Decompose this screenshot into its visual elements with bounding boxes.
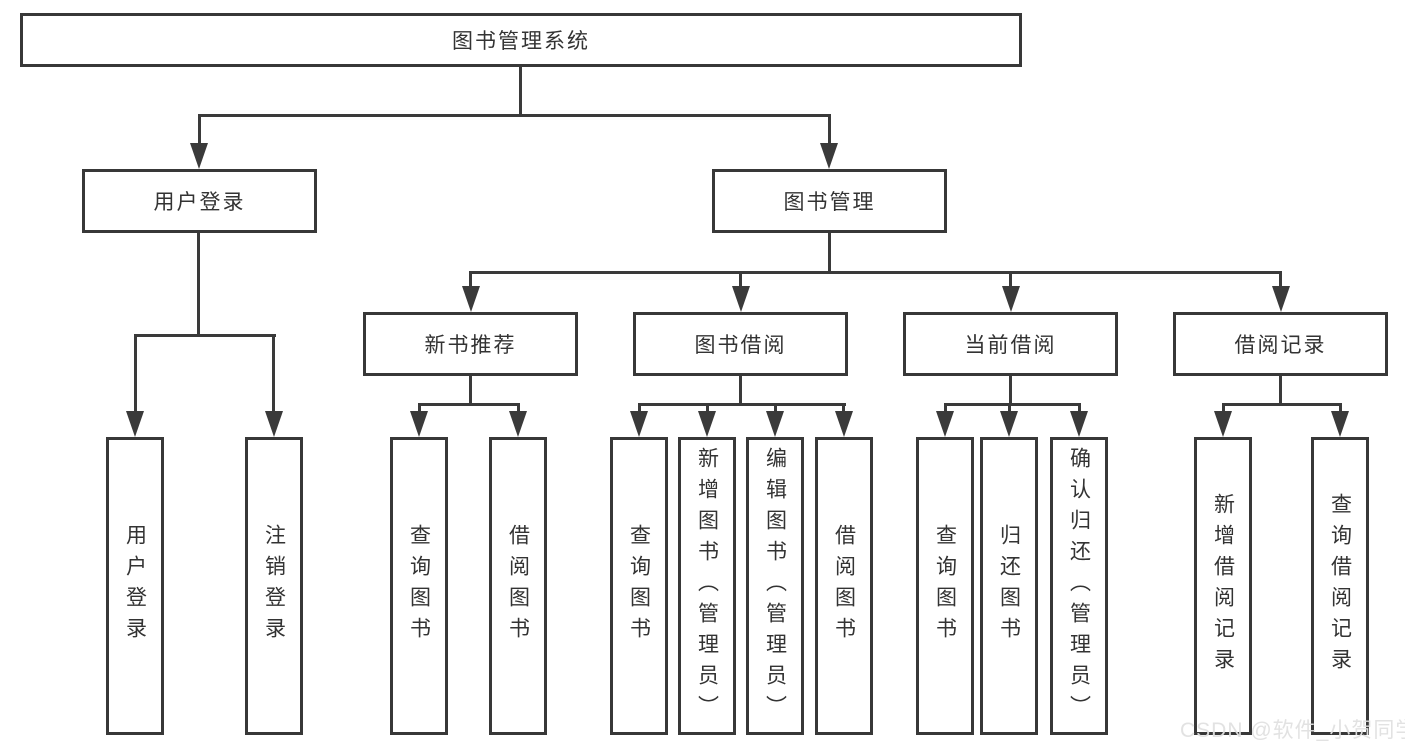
connector-line <box>198 114 831 117</box>
arrow-down-icon <box>698 411 716 437</box>
arrow-down-icon <box>462 286 480 312</box>
arrow-down-icon <box>509 411 527 437</box>
arrow-down-icon <box>410 411 428 437</box>
connector-line <box>1009 376 1012 406</box>
leaf-borrow-books-borrowing: 借阅图书 <box>815 437 873 735</box>
connector-line <box>1008 403 1011 413</box>
connector-line <box>469 271 472 288</box>
connector-line <box>1222 403 1225 413</box>
connector-line <box>706 403 709 413</box>
node-new-book-recommendation: 新书推荐 <box>363 312 578 376</box>
arrow-down-icon <box>1002 286 1020 312</box>
connector-line <box>1078 403 1081 413</box>
node-user-login: 用户登录 <box>82 169 317 233</box>
leaf-query-books-borrowing: 查询图书 <box>610 437 668 735</box>
connector-line <box>842 403 845 413</box>
connector-line <box>519 67 522 116</box>
connector-line <box>469 271 1281 274</box>
connector-line <box>739 271 742 288</box>
connector-line <box>469 376 472 406</box>
leaf-add-book-admin: 新增图书（管理员） <box>678 437 736 735</box>
connector-line <box>418 403 421 413</box>
connector-line <box>739 376 742 406</box>
leaf-logout: 注销登录 <box>245 437 303 735</box>
connector-line <box>134 334 137 413</box>
arrow-down-icon <box>1070 411 1088 437</box>
leaf-add-borrow-record: 新增借阅记录 <box>1194 437 1252 735</box>
leaf-user-login: 用户登录 <box>106 437 164 735</box>
arrow-down-icon <box>936 411 954 437</box>
node-book-management: 图书管理 <box>712 169 947 233</box>
leaf-edit-book-admin: 编辑图书（管理员） <box>746 437 804 735</box>
connector-line <box>1279 271 1282 288</box>
arrow-down-icon <box>766 411 784 437</box>
connector-line <box>944 403 1081 406</box>
connector-line <box>1279 376 1282 406</box>
arrow-down-icon <box>1331 411 1349 437</box>
leaf-confirm-return-admin: 确认归还（管理员） <box>1050 437 1108 735</box>
arrow-down-icon <box>190 143 208 169</box>
leaf-query-books-current: 查询图书 <box>916 437 974 735</box>
arrow-down-icon <box>1000 411 1018 437</box>
arrow-down-icon <box>835 411 853 437</box>
arrow-down-icon <box>1214 411 1232 437</box>
connector-line <box>638 403 846 406</box>
connector-line <box>197 233 200 337</box>
node-library-management-system: 图书管理系统 <box>20 13 1022 67</box>
leaf-borrow-books-recommend: 借阅图书 <box>489 437 547 735</box>
node-current-borrowing: 当前借阅 <box>903 312 1118 376</box>
arrow-down-icon <box>126 411 144 437</box>
connector-line <box>1339 403 1342 413</box>
csdn-watermark: CSDN @软件_小贺同学 <box>1180 719 1405 742</box>
leaf-query-borrow-record: 查询借阅记录 <box>1311 437 1369 735</box>
connector-line <box>272 334 275 413</box>
leaf-query-books-recommend: 查询图书 <box>390 437 448 735</box>
connector-line <box>1009 271 1012 288</box>
connector-line <box>774 403 777 413</box>
leaf-return-book: 归还图书 <box>980 437 1038 735</box>
connector-line <box>198 114 201 146</box>
connector-line <box>1222 403 1342 406</box>
arrow-down-icon <box>265 411 283 437</box>
connector-line <box>134 334 276 337</box>
arrow-down-icon <box>820 143 838 169</box>
arrow-down-icon <box>1272 286 1290 312</box>
connector-line <box>517 403 520 413</box>
arrow-down-icon <box>630 411 648 437</box>
connector-line <box>418 403 520 406</box>
connector-line <box>828 233 831 274</box>
connector-line <box>828 114 831 146</box>
connector-line <box>638 403 641 413</box>
node-book-borrowing: 图书借阅 <box>633 312 848 376</box>
arrow-down-icon <box>732 286 750 312</box>
node-borrowing-records: 借阅记录 <box>1173 312 1388 376</box>
connector-line <box>944 403 947 413</box>
